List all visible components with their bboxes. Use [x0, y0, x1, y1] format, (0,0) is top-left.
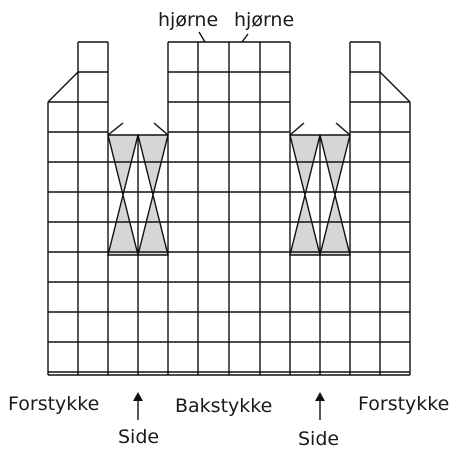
- left-side-gusset: [107, 134, 169, 256]
- stitch-grid: [47, 41, 411, 376]
- side-label-right: Side: [298, 428, 339, 450]
- side-label-left: Side: [118, 426, 159, 448]
- right-side-gusset: [289, 134, 351, 256]
- left-shoulder-slope: [47, 71, 79, 103]
- left-armhole-corner: [107, 122, 124, 136]
- shaping-lines: [47, 31, 411, 136]
- back-piece-label: Bakstykke: [175, 395, 272, 417]
- right-shoulder-slope: [379, 71, 411, 103]
- right-armhole-corner-back: [289, 122, 305, 136]
- arrow-up-icon: [315, 392, 325, 420]
- right-corner-pointer: [241, 33, 249, 43]
- left-armhole-corner-back: [153, 122, 169, 136]
- right-armhole-corner: [335, 122, 351, 136]
- corner-label-right: hjørne: [234, 9, 294, 31]
- front-piece-label-left: Forstykke: [8, 393, 99, 415]
- left-corner-pointer: [198, 31, 206, 43]
- front-piece-label-right: Forstykke: [358, 393, 449, 415]
- corner-label-left: hjørne: [158, 9, 218, 31]
- arrow-up-icon: [133, 392, 143, 420]
